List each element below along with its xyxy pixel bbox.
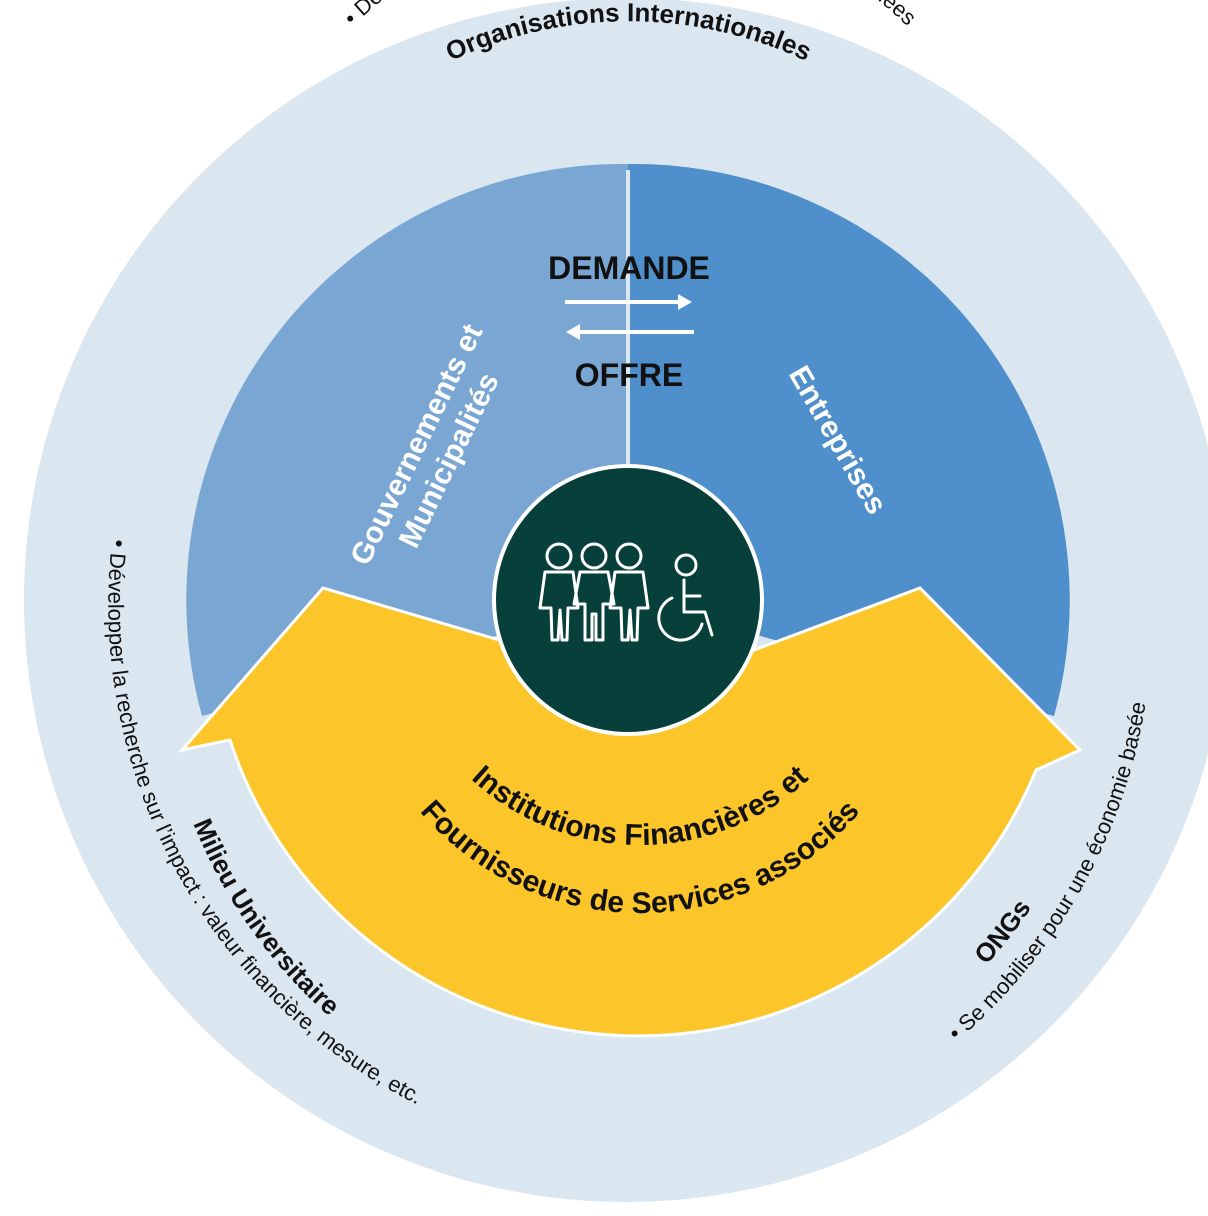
- supply-label: OFFRE: [575, 357, 683, 393]
- people-with-wheelchair-icon: [538, 542, 714, 642]
- demand-supply-arrows: [565, 294, 694, 340]
- demand-label: DEMANDE: [548, 250, 710, 286]
- center-disc: [492, 464, 764, 736]
